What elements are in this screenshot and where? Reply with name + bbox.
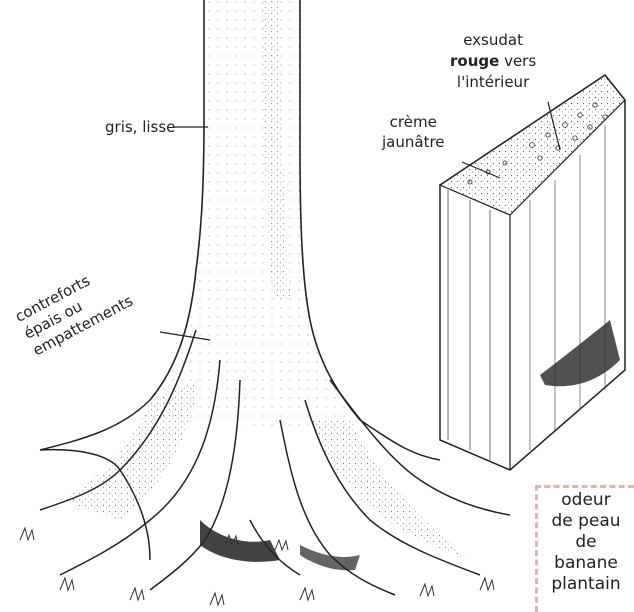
exudate-line1: exsudat <box>450 30 536 51</box>
smell-line3: de <box>538 532 634 553</box>
slash-color-label: crème jaunâtre <box>382 112 445 152</box>
smell-line4: banane <box>538 553 634 574</box>
exudate-red-word: rouge <box>450 52 499 70</box>
exudate-line2-rest: vers <box>499 52 536 70</box>
bark-slash-block <box>440 75 625 470</box>
smell-line1: odeur <box>538 490 634 511</box>
slash-color-line2: jaunâtre <box>382 132 445 152</box>
exudate-line3: l'intérieur <box>450 72 536 93</box>
smell-text: odeur de peau de banane plantain <box>538 490 634 595</box>
bark-label: gris, lisse <box>105 118 175 136</box>
smell-line2: de peau <box>538 511 634 532</box>
smell-box-top-border <box>535 485 634 488</box>
smell-line5: plantain <box>538 574 634 595</box>
slash-color-line1: crème <box>382 112 445 132</box>
smell-box: odeur de peau de banane plantain <box>530 485 634 612</box>
trunk <box>140 0 360 430</box>
exudate-label: exsudat rouge vers l'intérieur <box>450 30 536 93</box>
exudate-line2: rouge vers <box>450 51 536 72</box>
